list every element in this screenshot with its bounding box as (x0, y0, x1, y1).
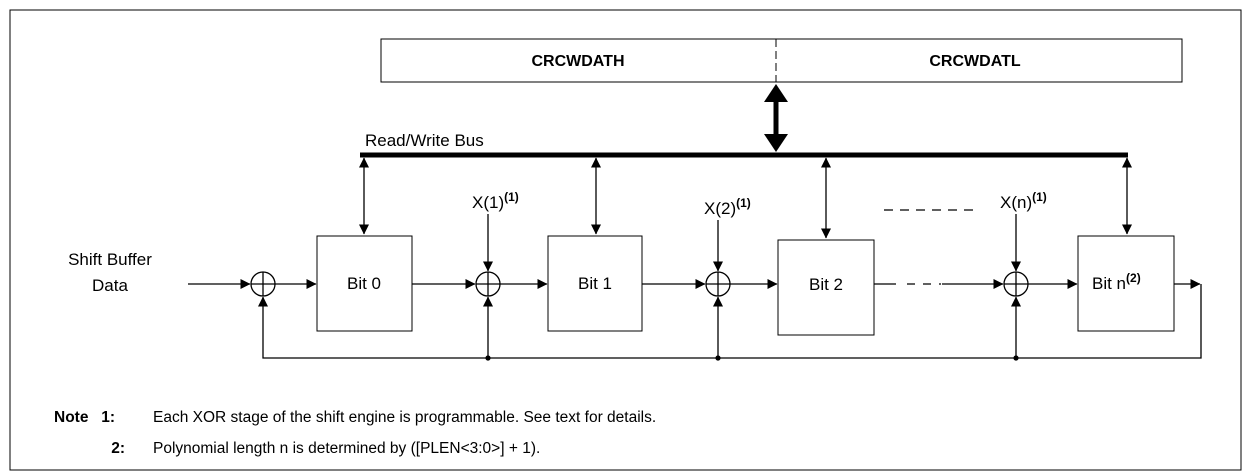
crcwdat-register-box (380, 38, 1183, 83)
crcwdat-register: CRCWDATH CRCWDATL (380, 38, 1183, 83)
note-1-text: Each XOR stage of the shift engine is pr… (153, 409, 656, 426)
note-2-number: 2: (111, 440, 125, 457)
bus-label: Read/Write Bus (365, 131, 484, 150)
input-label-line-2: Data (92, 276, 128, 295)
bus-drop-arrows (359, 157, 1132, 239)
xor-gate-1 (475, 271, 501, 297)
bit-1-label: Bit 1 (578, 274, 612, 293)
figure-notes: Note 1: Each XOR stage of the shift engi… (54, 409, 656, 457)
register-low-label: CRCWDATL (929, 53, 1020, 70)
figure-frame (9, 9, 1242, 471)
register-high-label: CRCWDATH (531, 53, 624, 70)
xor-input-gate (250, 271, 276, 297)
xor-tap-label-1: X(1)(1) (472, 190, 519, 212)
xor-gate-n (1003, 271, 1029, 297)
note-heading: Note (54, 409, 89, 426)
note-1-number: 1: (101, 409, 115, 426)
xor-tap-label-n: X(n)(1) (1000, 190, 1047, 212)
bit-2-box (777, 239, 875, 336)
bit-1-box (547, 235, 643, 332)
bit-n-label: Bit n(2) (1092, 271, 1141, 293)
xor-gates (250, 271, 1029, 297)
input-label-line-1: Shift Buffer (68, 250, 152, 269)
xor-gate-2 (705, 271, 731, 297)
note-2-text: Polynomial length n is determined by ([P… (153, 440, 540, 457)
xor-tap-arrows (483, 214, 1021, 272)
bit-n-box (1077, 235, 1175, 332)
feedback-junction-dots (485, 355, 1019, 361)
bit-0-label: Bit 0 (347, 274, 381, 293)
xor-tap-label-2: X(2)(1) (704, 196, 751, 218)
bit-2-label: Bit 2 (809, 275, 843, 294)
feedback-loop (258, 284, 1202, 359)
register-bus-arrow (764, 84, 788, 152)
bit-registers: Bit 0 Bit 1 Bit 2 Bit n(2) (316, 235, 1175, 336)
